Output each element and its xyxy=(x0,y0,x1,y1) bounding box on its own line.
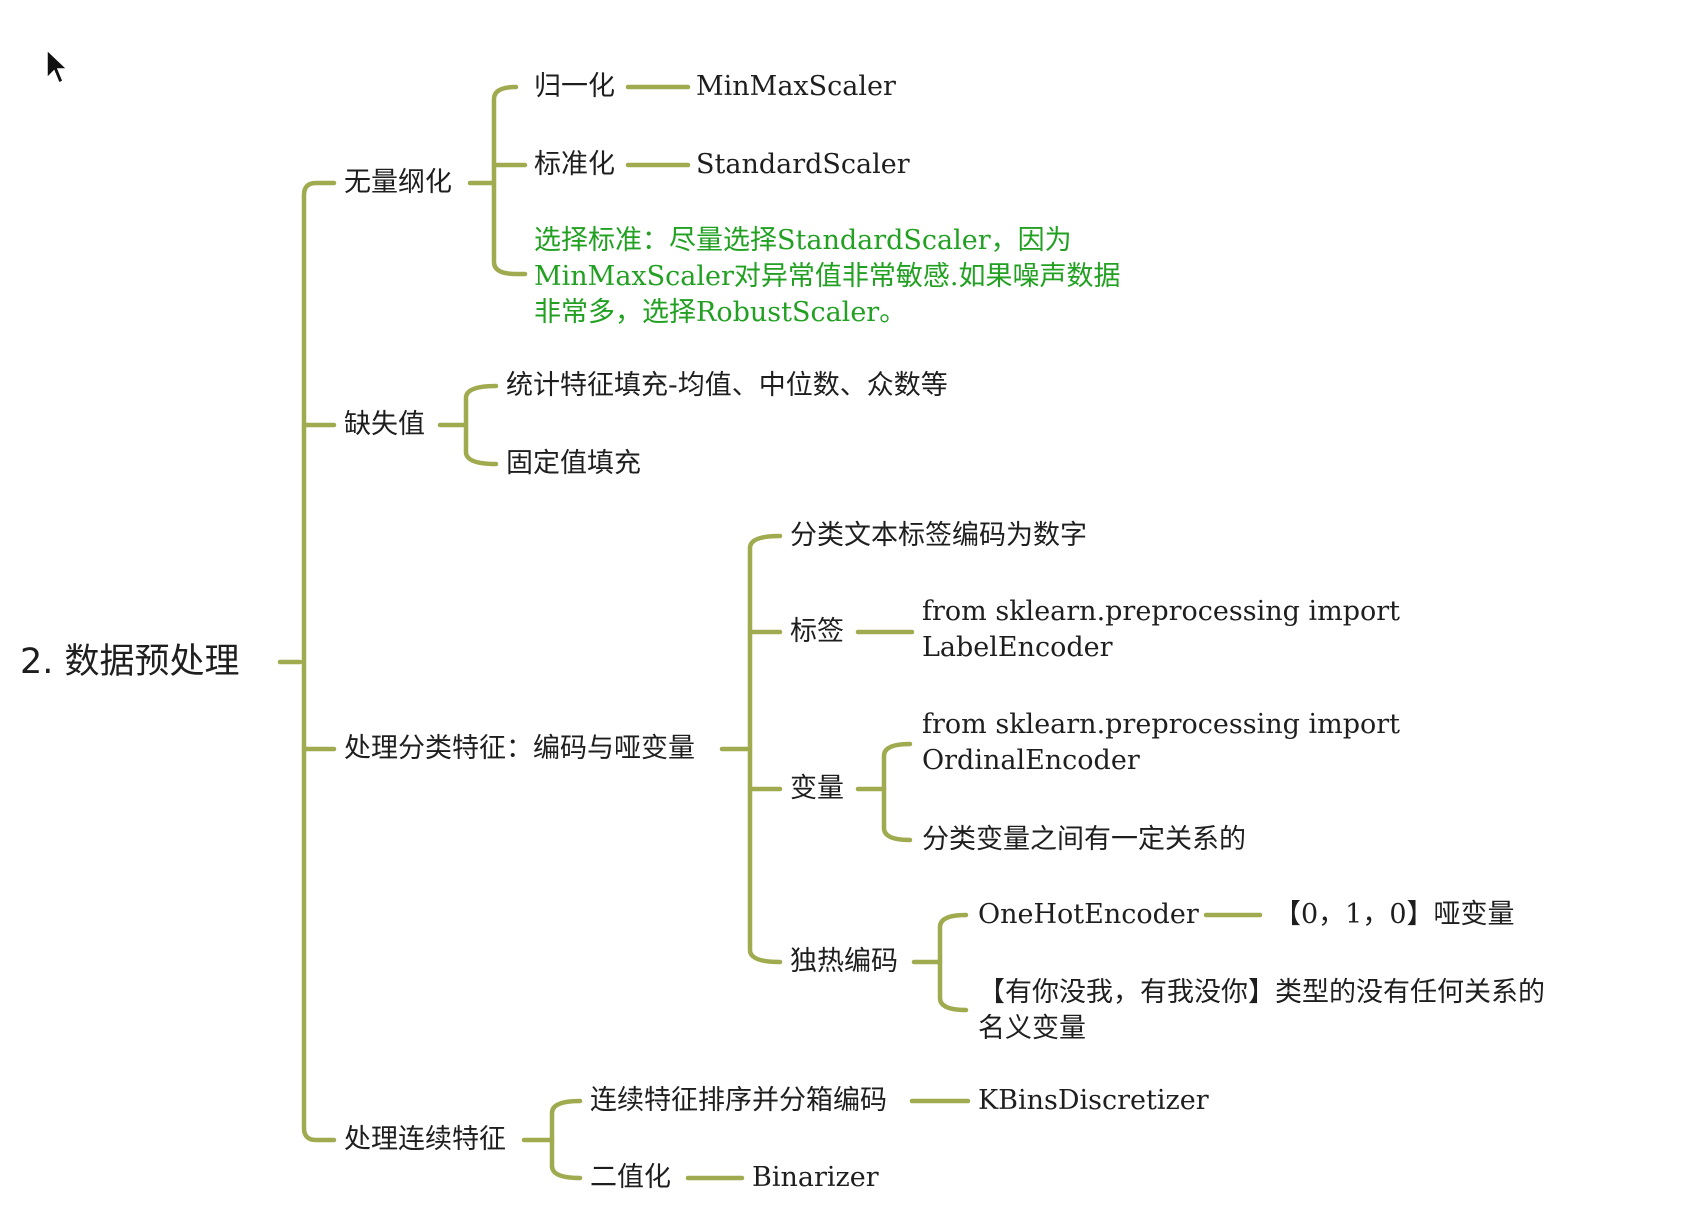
node-missing-values[interactable]: 缺失值 xyxy=(344,409,425,440)
node-ordinalencoder-import[interactable]: from sklearn.preprocessing import Ordina… xyxy=(922,707,1400,779)
node-binarizer[interactable]: Binarizer xyxy=(752,1162,879,1193)
node-binning[interactable]: 连续特征排序并分箱编码 xyxy=(590,1085,887,1116)
code-line-1: from sklearn.preprocessing import xyxy=(922,596,1400,627)
node-onehot[interactable]: 独热编码 xyxy=(790,946,898,977)
code-line-2: OrdinalEncoder xyxy=(922,745,1140,776)
code-line-2: LabelEncoder xyxy=(922,632,1113,663)
note-line-3: 非常多，选择RobustScaler。 xyxy=(534,297,907,328)
desc-line-1: 【有你没我，有我没你】类型的没有任何关系的 xyxy=(978,977,1545,1008)
mouse-pointer-icon xyxy=(46,48,69,85)
node-variable[interactable]: 变量 xyxy=(790,773,844,804)
node-onehotencoder[interactable]: OneHotEncoder xyxy=(978,899,1199,930)
node-continuous[interactable]: 处理连续特征 xyxy=(344,1124,506,1155)
node-fixed-fill[interactable]: 固定值填充 xyxy=(506,448,641,479)
node-minmaxscaler[interactable]: MinMaxScaler xyxy=(696,71,896,102)
desc-line-2: 名义变量 xyxy=(978,1013,1086,1044)
note-line-1: 选择标准：尽量选择StandardScaler，因为 xyxy=(534,225,1072,256)
node-kbinsdiscretizer[interactable]: KBinsDiscretizer xyxy=(978,1085,1209,1116)
node-dummy-variable[interactable]: 【0，1，0】哑变量 xyxy=(1274,899,1515,930)
node-normalize[interactable]: 归一化 xyxy=(534,71,615,102)
root-node[interactable]: 2. 数据预处理 xyxy=(20,642,240,682)
note-line-2: MinMaxScaler对异常值非常敏感.如果噪声数据 xyxy=(534,261,1121,292)
code-line-1: from sklearn.preprocessing import xyxy=(922,709,1400,740)
node-standardscaler[interactable]: StandardScaler xyxy=(696,149,910,180)
node-binarize[interactable]: 二值化 xyxy=(590,1162,671,1193)
node-labelencoder-import[interactable]: from sklearn.preprocessing import LabelE… xyxy=(922,594,1400,666)
node-categorical[interactable]: 处理分类特征：编码与哑变量 xyxy=(344,733,695,764)
node-statistical-fill[interactable]: 统计特征填充-均值、中位数、众数等 xyxy=(506,370,948,401)
node-standardize[interactable]: 标准化 xyxy=(534,149,615,180)
node-variable-relation[interactable]: 分类变量之间有一定关系的 xyxy=(922,824,1246,855)
node-nominal-variable[interactable]: 【有你没我，有我没你】类型的没有任何关系的 名义变量 xyxy=(978,975,1545,1047)
node-selection-note[interactable]: 选择标准：尽量选择StandardScaler，因为 MinMaxScaler对… xyxy=(534,223,1120,331)
node-dimensionless[interactable]: 无量纲化 xyxy=(344,167,452,198)
node-label[interactable]: 标签 xyxy=(790,616,844,647)
node-text-label-encoding[interactable]: 分类文本标签编码为数字 xyxy=(790,520,1087,551)
